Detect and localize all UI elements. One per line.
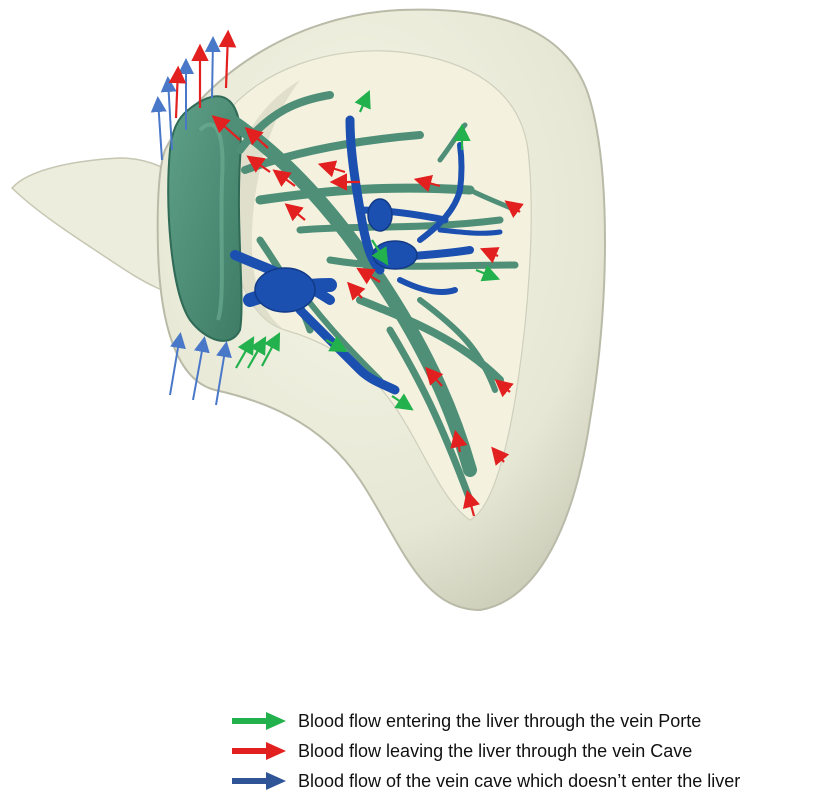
blue-arrow-icon	[232, 772, 286, 790]
legend-item-cave-bypass: Blood flow of the vein cave which doesn’…	[232, 766, 840, 796]
red-arrow-icon	[232, 742, 286, 760]
legend-label-cave: Blood flow leaving the liver through the…	[298, 741, 692, 762]
legend-label-porte: Blood flow entering the liver through th…	[298, 711, 701, 732]
green-arrow-icon	[232, 712, 286, 730]
liver-vessel-illustration	[0, 0, 840, 660]
legend-item-porte: Blood flow entering the liver through th…	[232, 706, 840, 736]
legend-label-cave-bypass: Blood flow of the vein cave which doesn’…	[298, 771, 740, 792]
legend-item-cave: Blood flow leaving the liver through the…	[232, 736, 840, 766]
legend: Blood flow entering the liver through th…	[232, 706, 840, 796]
